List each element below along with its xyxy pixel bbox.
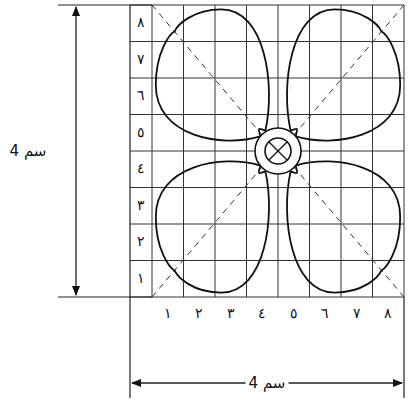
center-cross [269,142,287,160]
petal [156,161,269,292]
column-number: ٣ [227,306,235,321]
petal [287,9,400,140]
column-number: ٢ [195,306,203,321]
grid-line [130,78,404,79]
extension-line [58,4,152,5]
row-number: ٧ [137,52,145,67]
row-number: ١ [137,271,145,286]
column-number: ٦ [321,306,329,321]
grid [130,5,404,297]
column-number: ٧ [353,306,361,321]
extension-line [58,296,152,297]
diagonal-guides [152,5,404,297]
petal [287,161,400,292]
grid-line [341,5,342,297]
petal [156,9,269,140]
grid-line [404,5,405,297]
center-cross [269,142,287,160]
grid-line [130,114,404,115]
row-number: ٣ [137,198,145,213]
row-number: ٨ [137,16,145,31]
dimension-line [75,7,76,295]
petals [156,9,400,292]
row-number: ٥ [137,125,145,140]
row-number: ٢ [137,235,145,250]
column-number: ٤ [258,306,266,321]
extension-line [403,297,404,398]
extension-line [129,5,130,398]
grid-line [372,5,373,297]
grid-line [130,297,404,298]
dimension-label: 4 سم [246,375,289,392]
grid-line [130,260,404,261]
row-number: ٤ [137,162,145,177]
center-ring [255,128,301,174]
column-number: ٥ [290,306,298,321]
grid-line [130,187,404,188]
center-circle [265,138,291,164]
column-number: ١ [164,306,172,321]
grid-line [130,41,404,42]
row-number: ٦ [137,89,145,104]
dimension-label: 4 سم [7,143,50,160]
grid-line [130,224,404,225]
grid-line [309,5,310,297]
grid-line [130,5,404,6]
column-number: ٨ [384,306,392,321]
